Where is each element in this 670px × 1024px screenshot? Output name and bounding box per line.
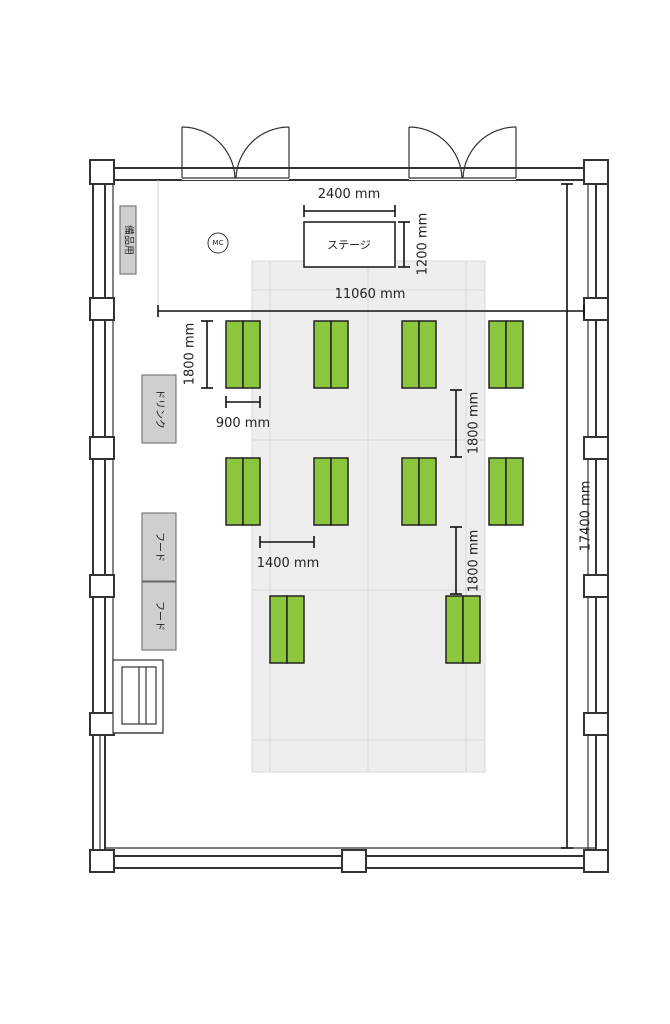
mc-label: MC [213,239,224,247]
pillars [89,159,609,873]
dim-stage-width: 2400 mm [303,187,396,217]
dim-room-length: 17400 mm [561,183,594,849]
dim-table-length: 1800 mm [183,320,213,389]
dim-row-gap-1: 1800 mm [450,389,482,458]
dim-row-gap-1-label: 1800 mm [467,392,482,455]
cabinet [112,659,164,734]
storage-label: 備品用 [123,225,136,255]
dim-room-length-label: 17400 mm [579,481,594,552]
mc-marker: MC [207,232,229,254]
floor-area [251,260,486,773]
dim-table-gap: 1400 mm [257,536,320,571]
food-label-1: フード [154,532,165,562]
table [445,595,481,664]
drink-label: ドリンク [154,389,166,429]
table [225,320,261,389]
table [488,320,524,389]
dim-table-width-label: 900 mm [216,416,270,431]
dim-row-gap-2: 1800 mm [450,526,482,595]
table [269,595,305,664]
dim-table-gap-label: 1400 mm [257,556,320,571]
table [225,457,261,526]
table [313,457,349,526]
drink-counter: ドリンク [141,374,177,444]
dim-room-width-label: 11060 mm [335,287,406,302]
table [401,320,437,389]
table [488,457,524,526]
dim-room-width: 11060 mm [157,287,585,317]
dim-row-gap-2-label: 1800 mm [467,530,482,593]
door-left [181,126,290,180]
food-counter-1: フード [141,512,177,582]
dim-stage-depth-label: 1200 mm [416,213,431,276]
dim-table-width: 900 mm [216,396,270,431]
stage-label: ステージ [327,239,371,252]
food-label-2: フード [154,601,165,631]
tables [225,320,524,664]
dim-stage-width-label: 2400 mm [318,187,381,202]
dim-table-length-label: 1800 mm [183,323,198,386]
storage-box: 備品用 [119,205,137,275]
door-right [408,126,517,180]
table [313,320,349,389]
dim-stage-depth: 1200 mm [398,213,431,276]
food-counter-2: フード [141,581,177,651]
stage: ステージ [303,221,396,268]
table [401,457,437,526]
